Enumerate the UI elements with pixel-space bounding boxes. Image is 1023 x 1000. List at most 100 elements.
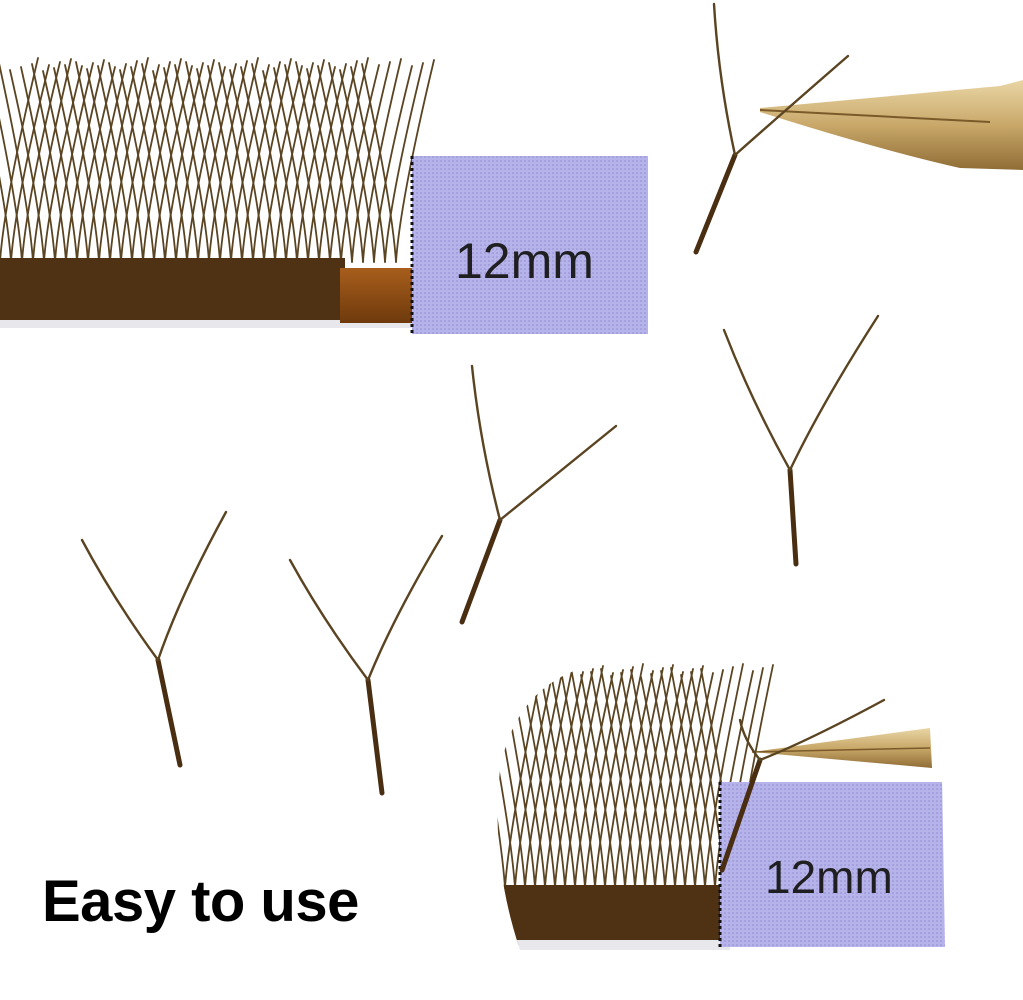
lash-right-tip <box>704 663 744 889</box>
strip-lash-fan <box>670 663 744 889</box>
lash-left-tip <box>640 676 676 889</box>
lash-stem <box>459 517 503 625</box>
lash-left-tip <box>141 63 177 263</box>
lash-left-tip <box>163 67 199 263</box>
lash-left-tip <box>530 669 566 889</box>
strip-lash-fan <box>540 672 614 889</box>
lash-left-tip <box>600 668 636 889</box>
lash-left-tip <box>550 673 586 889</box>
lash-left-tip <box>295 61 331 263</box>
strip-lash-fan <box>530 665 604 889</box>
lash-left-tip <box>240 66 276 263</box>
lash-left-tip <box>152 70 188 263</box>
lash-left-tip <box>560 670 596 889</box>
lash-right-tip <box>733 54 850 157</box>
lash-left-tip <box>470 364 502 522</box>
held-lash-fan <box>719 698 886 873</box>
ruler-card: 12mm <box>410 156 648 334</box>
strip-lash-fan <box>580 670 654 889</box>
bottom-lash-strip: 12mm <box>497 660 945 950</box>
caption-title: Easy to use <box>42 869 359 934</box>
strip-lash-fan <box>650 669 724 889</box>
lash-left-tip <box>650 673 686 889</box>
lash-right-tip <box>694 666 734 889</box>
strip-lash-fan <box>350 62 424 263</box>
lash-left-tip <box>262 70 298 263</box>
single-lash-4 <box>722 314 880 567</box>
strip-lash-fan <box>550 669 624 889</box>
lash-left-tip <box>284 64 320 263</box>
strip-lash-fan <box>339 65 413 263</box>
lash-left-tip <box>196 68 232 263</box>
lash-left-tip <box>75 61 111 263</box>
lash-right-tip <box>384 62 424 263</box>
lash-left-tip <box>317 65 353 263</box>
lash-left-tip <box>610 675 646 889</box>
lash-right-tip <box>524 667 564 889</box>
lash-left-tip <box>108 62 144 263</box>
lash-root-band <box>0 258 345 320</box>
lash-left-tip <box>497 667 506 889</box>
lash-left-tip <box>738 718 762 762</box>
lash-left-tip <box>0 63 34 263</box>
single-lash-3 <box>459 364 618 625</box>
single-lash-2 <box>288 534 444 796</box>
lash-right-tip <box>156 510 228 662</box>
top-length-label: 12mm <box>455 233 594 289</box>
strip-lash-fan <box>590 667 664 889</box>
lash-right-tip <box>674 672 714 889</box>
lash-left-tip <box>53 67 89 263</box>
lash-left-tip <box>185 61 221 263</box>
lash-right-tip <box>514 670 554 889</box>
lash-left-tip <box>722 328 792 472</box>
lash-right-tip <box>654 668 694 889</box>
lash-stem <box>365 677 385 796</box>
lash-left-tip <box>361 63 397 263</box>
strip-lash-fan <box>600 664 674 889</box>
strip-lash-fan <box>570 663 644 889</box>
lash-right-tip <box>534 664 574 889</box>
strip-lash-fan <box>620 668 694 889</box>
lash-left-tip <box>497 674 516 889</box>
lash-right-tip <box>504 663 544 889</box>
lash-left-tip <box>660 670 696 889</box>
lash-left-tip <box>630 669 666 889</box>
strip-lash-fan <box>660 666 734 889</box>
lash-left-tip <box>0 117 23 263</box>
lash-right-tip <box>788 314 880 472</box>
lash-left-tip <box>218 62 254 263</box>
lash-left-tip <box>31 63 67 263</box>
strip-lash-fan <box>630 665 704 889</box>
lash-right-tip <box>498 424 618 522</box>
lash-right-tip <box>614 670 654 889</box>
ruler-card: 12mm <box>718 782 945 947</box>
bottom-length-label: 12mm <box>765 851 893 903</box>
lash-stem <box>719 757 763 873</box>
single-lash-fans <box>80 314 880 796</box>
lash-fans <box>0 57 435 263</box>
strip-base-line <box>497 940 730 950</box>
lash-stem <box>787 467 799 567</box>
strip-tape <box>340 268 420 323</box>
lash-right-tip <box>584 669 624 889</box>
lash-left-tip <box>328 62 364 263</box>
lash-right-tip <box>634 664 674 889</box>
lash-right-tip <box>684 669 724 889</box>
lash-left-tip <box>229 69 265 263</box>
lash-left-tip <box>570 667 606 889</box>
strip-lash-fan <box>610 671 684 889</box>
lash-right-tip <box>644 671 684 889</box>
lash-left-tip <box>273 67 309 263</box>
lash-left-tip <box>288 558 370 682</box>
lash-left-tip <box>251 63 287 263</box>
lash-root-band <box>497 885 722 945</box>
lash-left-tip <box>97 65 133 263</box>
strip-lash-fan <box>560 666 634 889</box>
lash-stem <box>155 657 183 768</box>
lash-left-tip <box>86 68 122 263</box>
lash-left-tip <box>174 64 210 263</box>
lash-left-tip <box>119 69 155 263</box>
lash-right-tip <box>604 663 644 889</box>
strip-lash-fan <box>520 668 594 889</box>
